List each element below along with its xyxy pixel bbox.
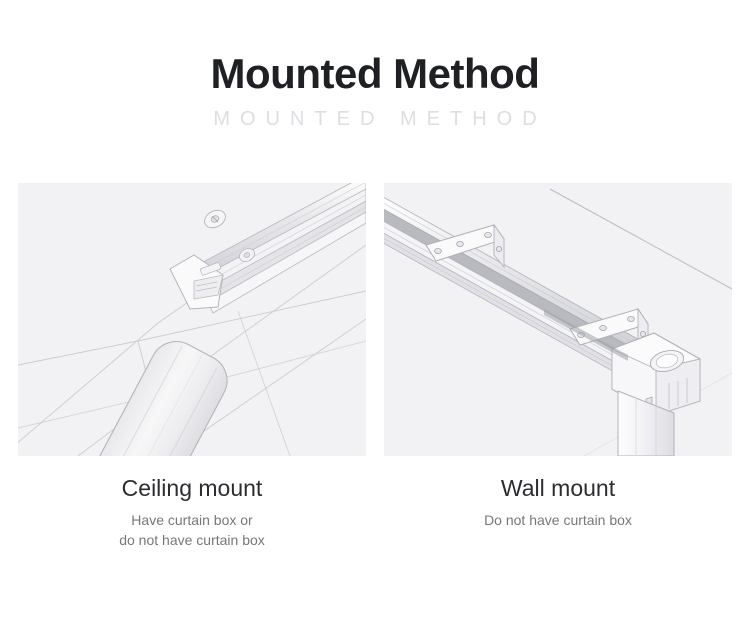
caption-ceiling-mount: Ceiling mount Have curtain box or do not… <box>18 474 366 550</box>
caption-title-ceiling-mount: Ceiling mount <box>121 475 263 501</box>
bracket-screw-holes <box>434 232 503 255</box>
caption-title-wall-mount: Wall mount <box>500 475 616 501</box>
caption-sub-wall-mount: Do not have curtain box <box>384 510 732 530</box>
motor-head-coupling <box>169 254 224 310</box>
ceiling-mount-illustration <box>18 183 366 456</box>
caption-sub-line-1: Do not have curtain box <box>484 511 632 528</box>
panel-wall-mount <box>384 183 732 456</box>
motor-body <box>617 390 675 456</box>
curtain-motor-body <box>82 341 228 456</box>
wall-mount-illustration <box>384 183 732 456</box>
motor-head <box>611 332 701 420</box>
page-subtitle: MOUNTED METHOD <box>213 108 547 131</box>
caption-sub-ceiling-mount: Have curtain box or do not have curtain … <box>18 510 366 551</box>
caption-wall-mount: Wall mount Do not have curtain box <box>384 474 732 550</box>
motor-top-button <box>649 350 685 372</box>
page-title: Mounted Method <box>210 50 540 97</box>
motor-connector <box>200 262 222 276</box>
motor-side-ribs <box>668 378 688 409</box>
track-ceiling-clip <box>204 209 226 229</box>
header: Mounted Method MOUNTED METHOD <box>0 50 750 131</box>
caption-sub-line-2: do not have curtain box <box>119 532 265 549</box>
track-slot-shadow <box>544 309 628 361</box>
panel-ceiling-mount <box>18 183 366 456</box>
illustration-panels <box>18 183 732 456</box>
track-screw-boss <box>238 248 256 262</box>
wall-bracket-upper <box>425 223 505 269</box>
caption-sub-line-1: Have curtain box or <box>131 511 253 528</box>
captions: Ceiling mount Have curtain box or do not… <box>18 474 732 550</box>
